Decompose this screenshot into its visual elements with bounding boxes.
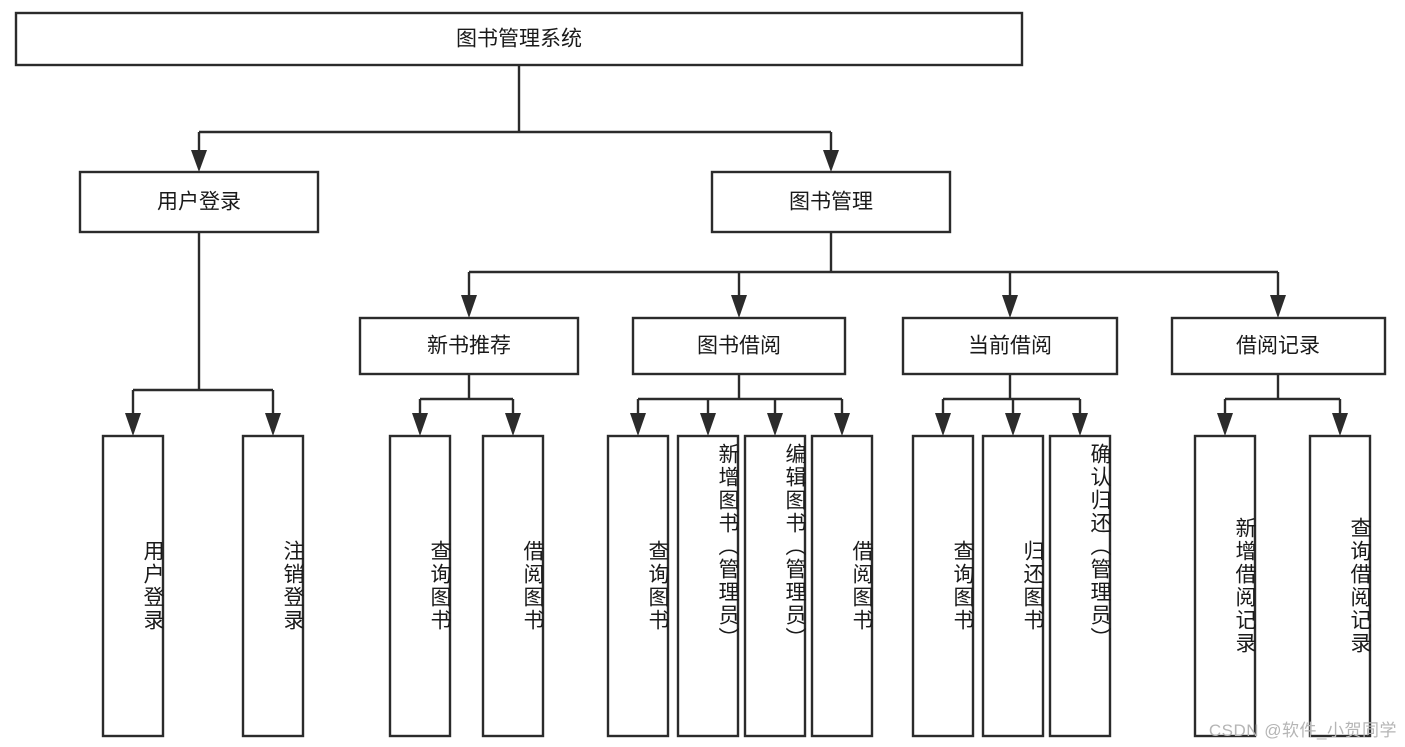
leaf-box-query-record[interactable] bbox=[1308, 434, 1372, 738]
arrowhead-icon bbox=[1217, 413, 1233, 436]
node-user-login-label: 用户登录 bbox=[157, 191, 241, 214]
arrowhead-icon bbox=[834, 413, 850, 436]
node-borrow-records-label: 借阅记录 bbox=[1236, 335, 1320, 358]
leaf-box-layer bbox=[101, 434, 1372, 738]
leaf-box-query-book-2[interactable] bbox=[606, 434, 670, 738]
arrowhead-icon bbox=[1002, 295, 1018, 318]
leaf-box-query-book-1[interactable] bbox=[388, 434, 452, 738]
arrowhead-icon bbox=[505, 413, 521, 436]
arrowhead-icon bbox=[1005, 413, 1021, 436]
arrowhead-layer bbox=[125, 150, 1348, 436]
csdn-watermark: CSDN @软件_小贺同学 bbox=[1208, 721, 1397, 740]
node-user-login[interactable]: 用户登录 bbox=[78, 170, 320, 234]
arrowhead-icon bbox=[823, 150, 839, 172]
leaf-box-confirm-return[interactable] bbox=[1048, 434, 1112, 738]
leaf-box-query-book-3[interactable] bbox=[911, 434, 975, 738]
leaf-box-add-record[interactable] bbox=[1193, 434, 1257, 738]
leaf-box-logout[interactable] bbox=[241, 434, 305, 738]
arrowhead-icon bbox=[1072, 413, 1088, 436]
arrowhead-icon bbox=[767, 413, 783, 436]
node-current-borrow-label: 当前借阅 bbox=[968, 335, 1052, 358]
leaf-box-borrow-book-2[interactable] bbox=[810, 434, 874, 738]
arrowhead-icon bbox=[700, 413, 716, 436]
node-book-management[interactable]: 图书管理 bbox=[710, 170, 952, 234]
arrowhead-icon bbox=[461, 295, 477, 318]
node-new-book-recommend[interactable]: 新书推荐 bbox=[358, 316, 580, 376]
node-current-borrow[interactable]: 当前借阅 bbox=[901, 316, 1119, 376]
arrowhead-icon bbox=[1270, 295, 1286, 318]
node-book-management-box[interactable] bbox=[710, 170, 952, 234]
node-root[interactable]: 图书管理系统 bbox=[14, 11, 1024, 67]
leaf-box-return-book[interactable] bbox=[981, 434, 1045, 738]
arrowhead-icon bbox=[630, 413, 646, 436]
node-new-book-recommend-box[interactable] bbox=[358, 316, 580, 376]
node-root-label: 图书管理系统 bbox=[456, 28, 582, 51]
node-book-borrow[interactable]: 图书借阅 bbox=[631, 316, 847, 376]
node-book-management-label: 图书管理 bbox=[789, 191, 873, 214]
arrowhead-icon bbox=[935, 413, 951, 436]
node-root-box[interactable] bbox=[14, 11, 1024, 67]
arrowhead-icon bbox=[191, 150, 207, 172]
node-current-borrow-box[interactable] bbox=[901, 316, 1119, 376]
node-borrow-records-box[interactable] bbox=[1170, 316, 1387, 376]
leaf-box-edit-book-admin[interactable] bbox=[743, 434, 807, 738]
node-book-borrow-label: 图书借阅 bbox=[697, 335, 781, 358]
leaf-box-user-login[interactable] bbox=[101, 434, 165, 738]
arrowhead-icon bbox=[412, 413, 428, 436]
node-user-login-box[interactable] bbox=[78, 170, 320, 234]
arrowhead-icon bbox=[125, 413, 141, 436]
leaf-box-borrow-book-1[interactable] bbox=[481, 434, 545, 738]
node-new-book-recommend-label: 新书推荐 bbox=[427, 335, 511, 358]
arrowhead-icon bbox=[731, 295, 747, 318]
node-borrow-records[interactable]: 借阅记录 bbox=[1170, 316, 1387, 376]
node-book-borrow-box[interactable] bbox=[631, 316, 847, 376]
arrowhead-icon bbox=[265, 413, 281, 436]
leaf-box-add-book-admin[interactable] bbox=[676, 434, 740, 738]
arrowhead-icon bbox=[1332, 413, 1348, 436]
